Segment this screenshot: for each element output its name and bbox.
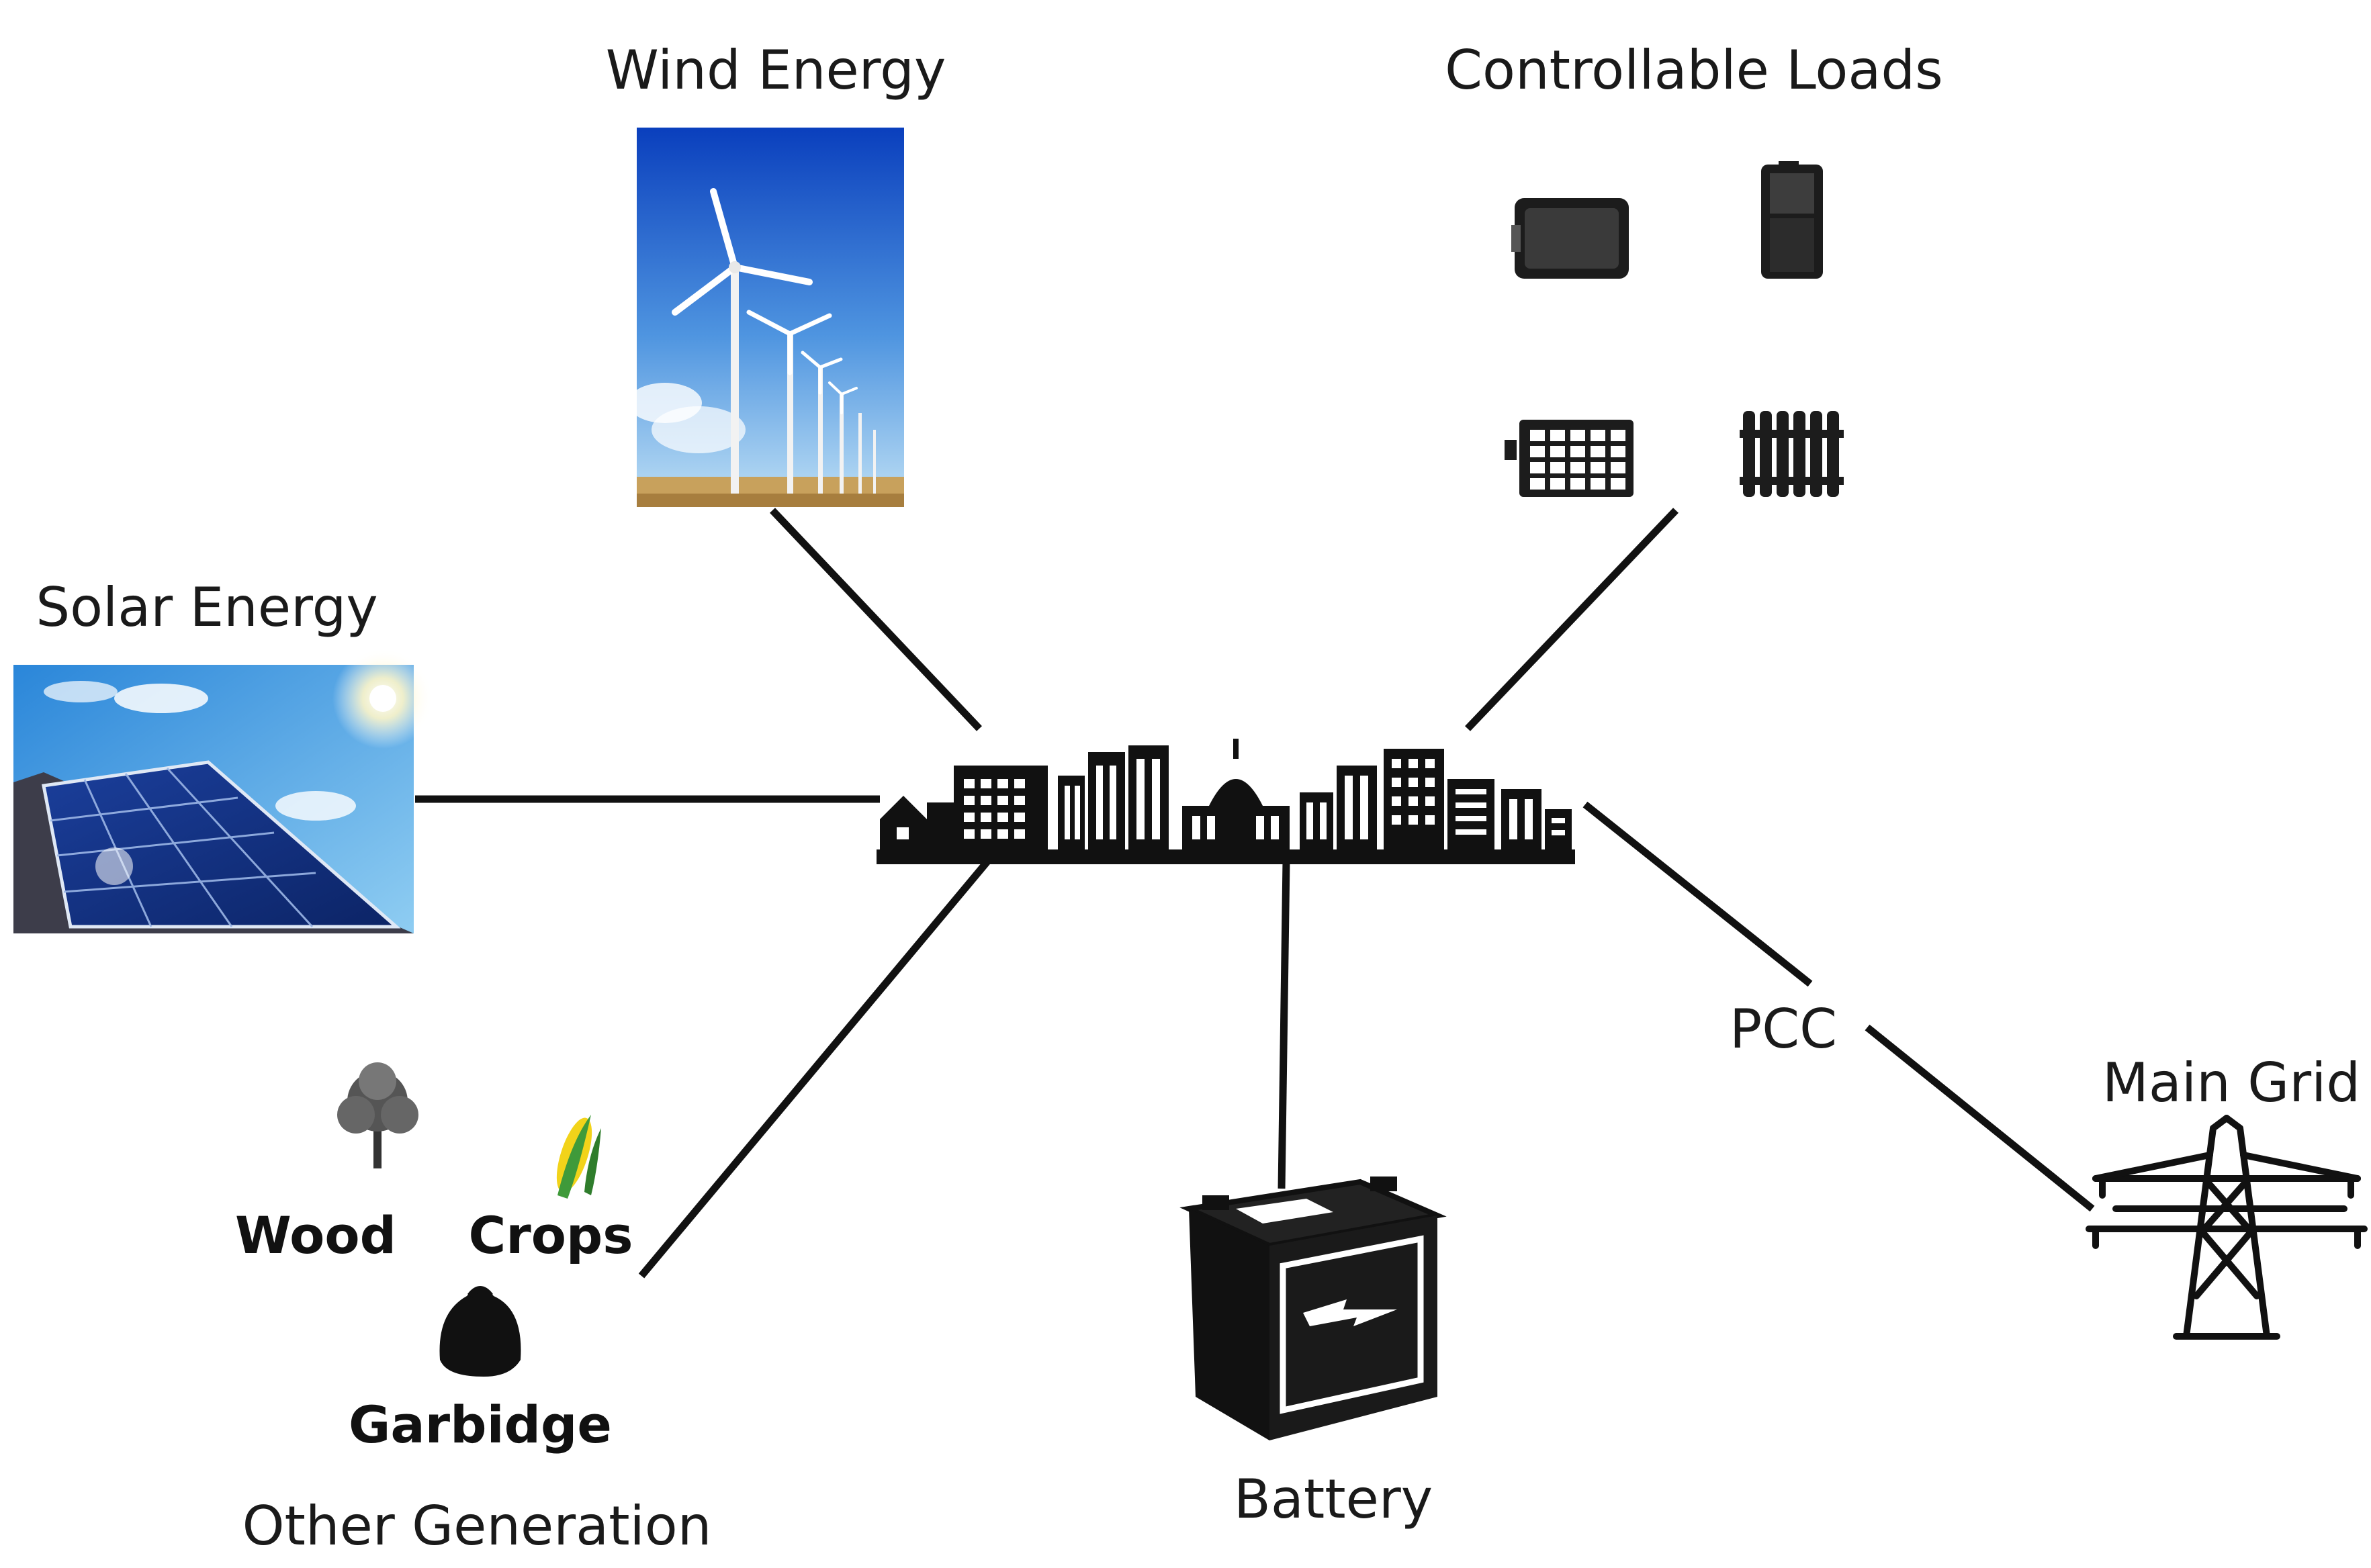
wind-turbines-icon <box>628 128 904 507</box>
garbage-label: Garbidge <box>349 1395 612 1455</box>
line-loads-to-hub <box>1465 508 1679 731</box>
battery-icon <box>1179 1177 1447 1440</box>
refrigerator-icon <box>1761 161 1823 279</box>
line-other-generation-to-hub <box>638 859 991 1279</box>
garbage-bag-icon <box>439 1286 521 1377</box>
crops-label: Crops <box>468 1205 633 1265</box>
solar-panel-icon <box>13 648 433 933</box>
line-hub-to-pcc <box>1582 801 1813 987</box>
city-skyline-icon <box>877 739 1575 864</box>
connection-lines <box>415 508 2095 1279</box>
pcc-label: PCC <box>1730 998 1837 1060</box>
wood-label: Wood <box>235 1205 396 1265</box>
controllable-loads-label: Controllable Loads <box>1445 39 1943 101</box>
tree-icon <box>337 1062 418 1168</box>
other-generation-label: Other Generation <box>242 1495 712 1557</box>
main-grid-label: Main Grid <box>2102 1052 2360 1114</box>
washing-machine-icon <box>1511 198 1629 279</box>
air-conditioner-icon <box>1505 420 1634 497</box>
transmission-tower-icon <box>2086 1115 2368 1340</box>
radiator-icon <box>1740 410 1847 497</box>
wind-energy-label: Wind Energy <box>606 39 946 101</box>
corn-icon <box>556 1115 601 1199</box>
solar-energy-label: Solar Energy <box>36 576 377 639</box>
line-pcc-to-main-grid <box>1865 1024 2095 1212</box>
controllable-loads-icons <box>1505 161 1847 497</box>
line-battery-to-hub <box>1278 861 1290 1189</box>
line-wind-to-hub <box>770 508 982 731</box>
battery-label: Battery <box>1234 1468 1433 1530</box>
